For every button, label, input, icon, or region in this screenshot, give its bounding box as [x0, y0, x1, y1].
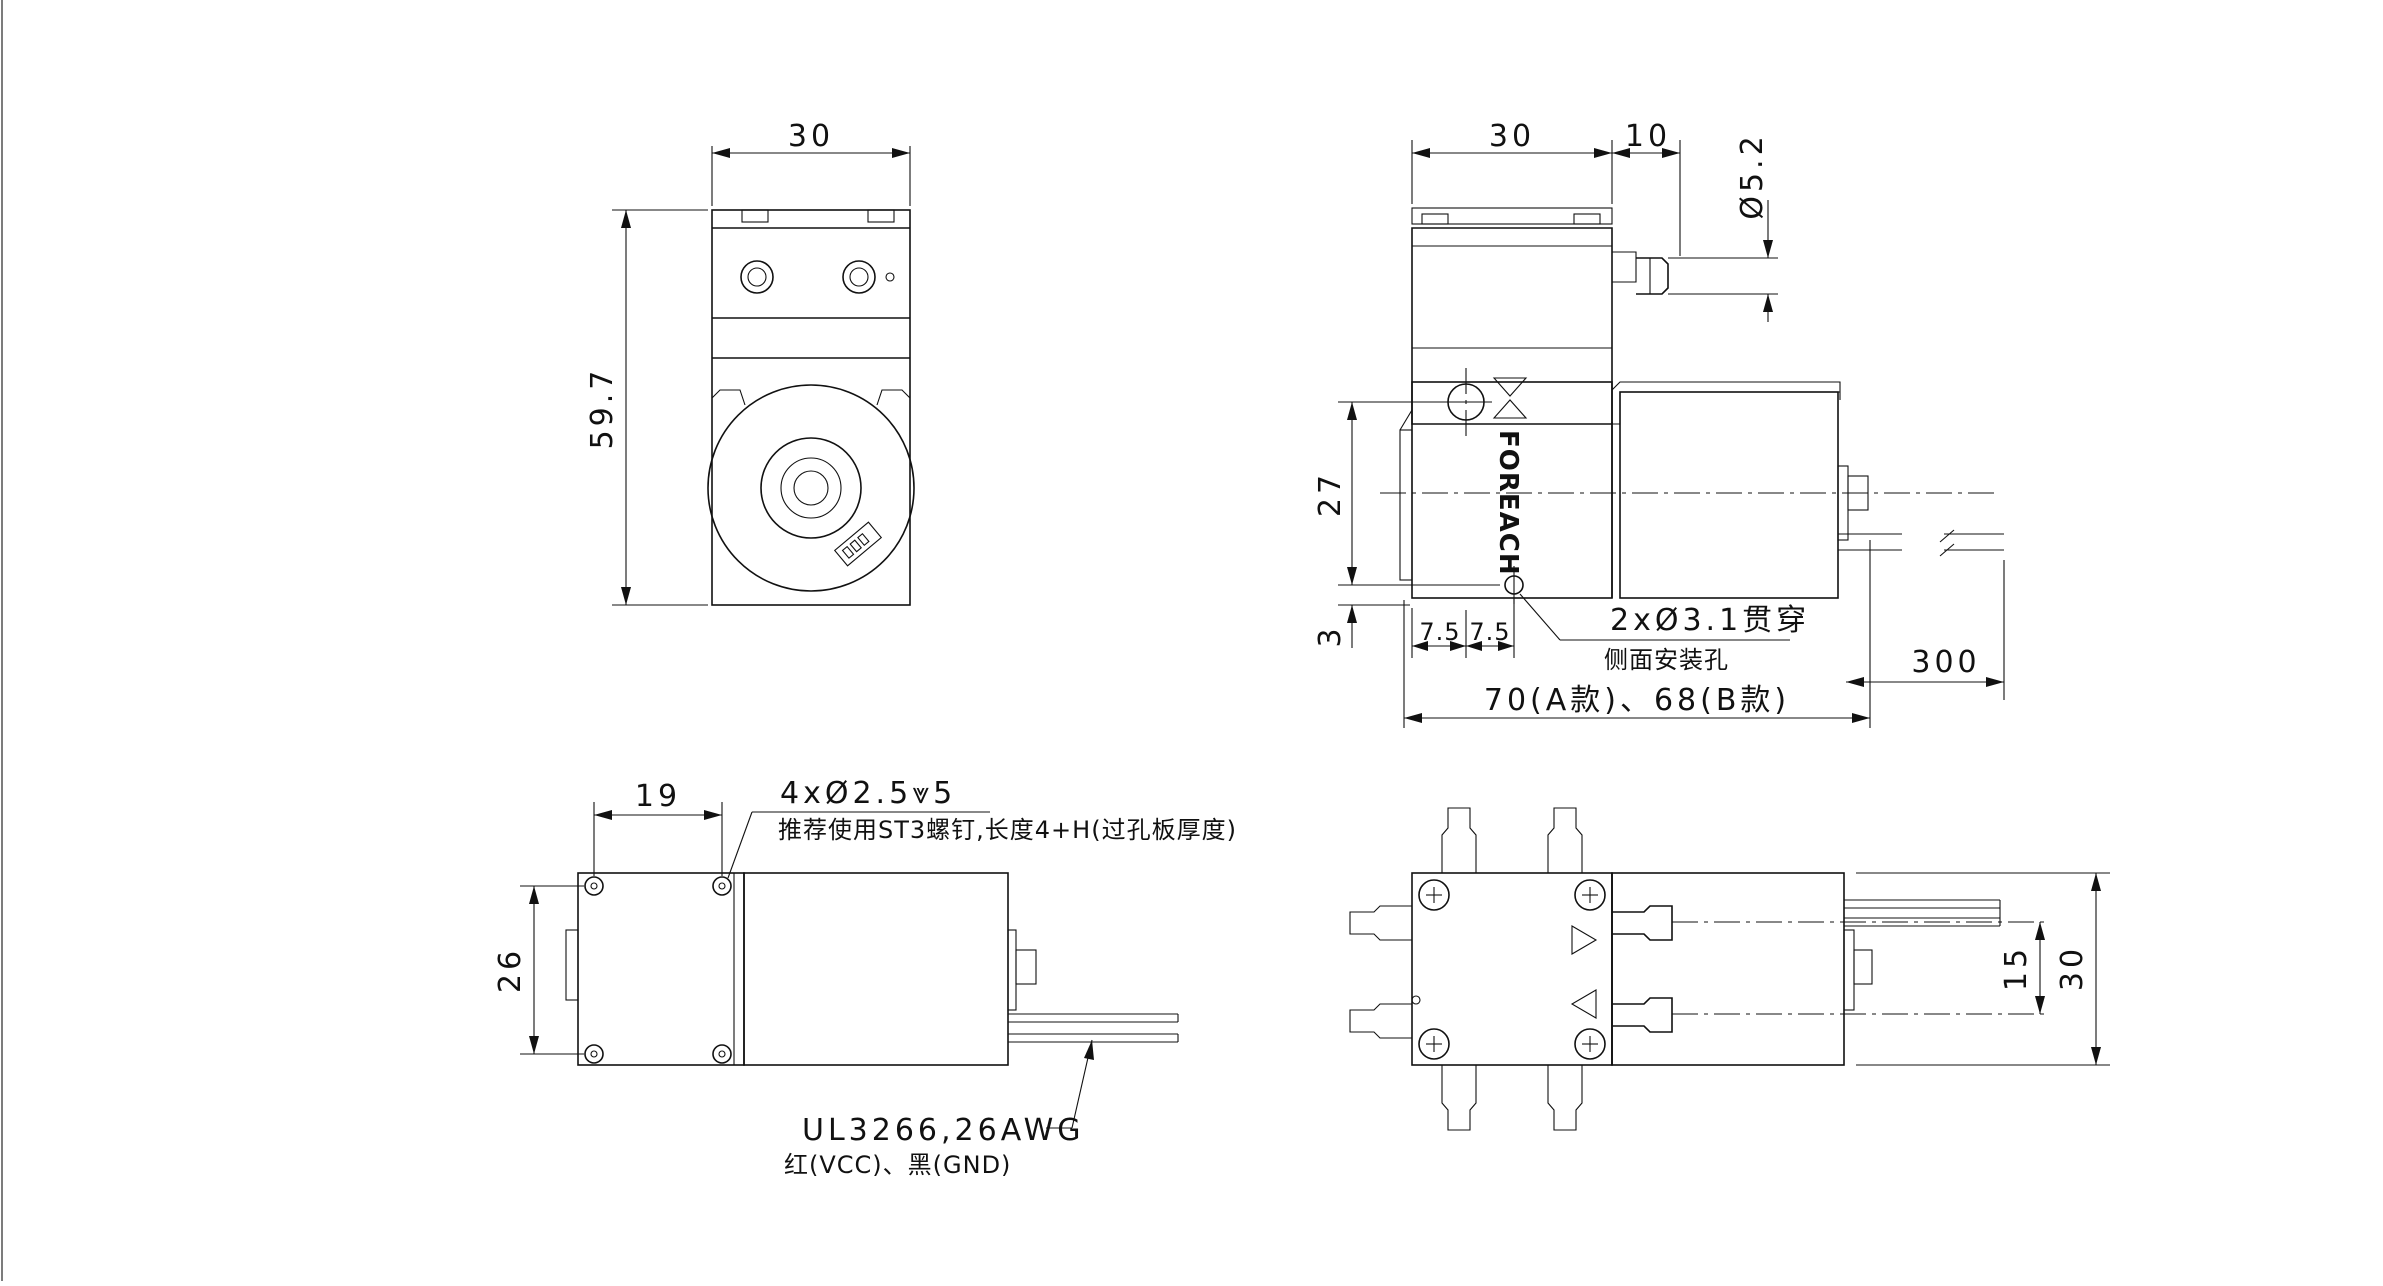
side-pump-head	[1411, 227, 1613, 425]
bottom-view	[565, 872, 1179, 1066]
note-mount-holes-spec: 4xØ2.5⩔5	[780, 776, 956, 811]
dim-nozzle-length: 10	[1625, 119, 1671, 154]
logo-mark	[1492, 377, 1528, 397]
front-clip-right	[876, 389, 911, 406]
dim-front-width: 30	[788, 119, 834, 154]
side-nozzle	[1636, 257, 1669, 295]
bottom-shaft	[1015, 949, 1037, 985]
screw-heads	[1418, 879, 1606, 1060]
front-clip-left	[711, 389, 746, 406]
dim-front-height: 59.7	[585, 367, 620, 450]
side-view: FOREACH	[1380, 207, 2004, 604]
side-motor-body	[1619, 391, 1839, 599]
bottom-motor	[743, 872, 1009, 1066]
port-circle-left	[740, 260, 774, 294]
front-view	[707, 209, 915, 606]
dim-top-spacing: 15	[1999, 945, 2034, 991]
front-body	[711, 209, 911, 606]
side-top-cap	[1411, 207, 1613, 225]
motor-hub-outer	[760, 437, 862, 539]
side-hole-leader	[1519, 593, 1561, 641]
dim-hole-offset-a: 7.5	[1419, 618, 1460, 646]
flow-arrow-out	[1570, 989, 1597, 1019]
top-dimensions: 15 30	[1856, 872, 2110, 1066]
side-dimensions: 30 10 Ø5.2 27 3 7.5 7.5 2xØ3.1贯穿	[1313, 119, 2005, 728]
port-marker-dot	[885, 272, 895, 282]
top-motor	[1611, 872, 1845, 1066]
outlet-nozzle-upper	[1612, 905, 1673, 941]
port-inner-right	[849, 267, 869, 287]
dim-bottom-offset: 19	[635, 779, 681, 814]
outlet-nozzle-lower	[1612, 997, 1673, 1033]
side-end-cap	[1837, 465, 1849, 541]
mount-hole-leader	[727, 811, 753, 879]
side-tab-right	[1573, 213, 1601, 225]
motor-circle	[707, 384, 915, 592]
motor-hub-mid	[780, 457, 842, 519]
dim-hole-offset-b: 7.5	[1469, 618, 1510, 646]
bottom-side-tab	[565, 929, 579, 1001]
terminal-block	[833, 521, 883, 567]
dim-top-width: 30	[2055, 945, 2090, 991]
flow-arrow-in	[1571, 925, 1598, 955]
dim-bottom-height: 26	[493, 947, 528, 993]
top-pump-head	[1411, 872, 1613, 1066]
dim-hole-bottom: 3	[1313, 624, 1348, 647]
bottom-pump-head	[577, 872, 745, 1066]
front-tab-left	[741, 209, 769, 223]
note-wire-colors: 红(VCC)、黑(GND)	[784, 1151, 1011, 1179]
port-inner-left	[747, 267, 767, 287]
top-nozzles	[1349, 807, 1673, 1131]
bottom-dimensions: 19 26 4xØ2.5⩔5 推荐使用ST3螺钉,长度4+H(过孔板厚度) UL…	[493, 776, 1237, 1179]
note-side-holes-desc: 侧面安装孔	[1604, 646, 1729, 674]
mount-holes	[584, 876, 732, 1064]
note-mount-holes-desc: 推荐使用ST3螺钉,长度4+H(过孔板厚度)	[778, 816, 1237, 844]
motor-hub-inner	[793, 470, 829, 506]
dim-nozzle-diameter: Ø5.2	[1735, 132, 1770, 219]
note-side-holes-spec: 2xØ3.1贯穿	[1610, 603, 1810, 638]
note-wire-spec: UL3266,26AWG	[802, 1113, 1085, 1148]
front-tab-right	[867, 209, 895, 223]
dim-wire-length: 300	[1911, 645, 1980, 680]
port-circle-right	[842, 260, 876, 294]
brand-logo-text: FOREACH	[1493, 430, 1523, 576]
top-end-cap	[1843, 929, 1855, 1011]
side-boss	[1612, 251, 1637, 283]
bottom-end-cap	[1007, 929, 1017, 1011]
side-tab-left	[1421, 213, 1449, 225]
dim-hole-height: 27	[1313, 471, 1348, 517]
dim-total-length: 70(A款)、68(B款)	[1484, 683, 1790, 718]
dim-side-width: 30	[1489, 119, 1535, 154]
top-view	[1349, 807, 2050, 1131]
side-rear-edge	[1399, 429, 1413, 581]
front-dimensions: 30 59.7	[585, 119, 911, 606]
